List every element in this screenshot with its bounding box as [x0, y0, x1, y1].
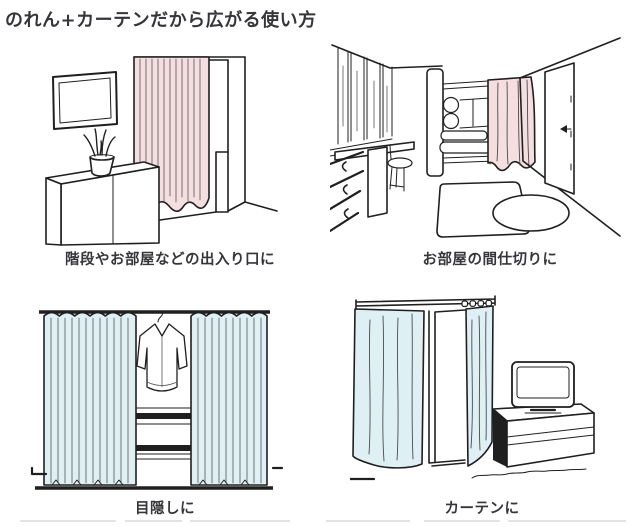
illustration-room-divider	[328, 37, 621, 238]
floor-line	[348, 468, 587, 481]
left-curtain	[352, 308, 425, 469]
curtain-rings	[461, 299, 493, 308]
divider-segment	[424, 520, 500, 522]
divider-segment	[190, 520, 290, 522]
divider-segment	[508, 520, 626, 522]
window-curtains	[329, 44, 443, 157]
illustration-entrance-curtain	[45, 56, 278, 246]
desk	[334, 141, 415, 218]
caption-curtain: カーテンに	[444, 501, 520, 517]
panel-entrance	[28, 50, 310, 251]
pink-curtain	[487, 76, 536, 172]
picture-frame	[52, 71, 118, 130]
potted-plant	[83, 128, 116, 177]
wardrobe	[426, 68, 444, 177]
left-curtain	[43, 311, 137, 486]
ottoman	[492, 194, 570, 232]
tv-cabinet	[492, 403, 595, 468]
illustration-window-curtain	[348, 295, 595, 481]
drawer-chest	[328, 150, 365, 233]
panel-partition	[328, 36, 630, 250]
bunk-bed	[439, 79, 496, 165]
divider-segment	[326, 520, 410, 522]
illustration-closet-curtain	[30, 310, 284, 490]
sliding-door	[428, 309, 466, 467]
right-curtain	[465, 305, 494, 467]
caption-entrance: 階段やお部屋などの出入り口に	[65, 252, 275, 268]
panel-curtain	[348, 290, 632, 499]
tv	[511, 361, 575, 414]
caption-partition: お部屋の間仕切りに	[422, 252, 558, 268]
chair	[387, 145, 413, 192]
door	[519, 37, 621, 237]
page-title: のれん+カーテンだから広がる使い方	[5, 10, 317, 31]
caption-privacy: 目隠しに	[135, 501, 195, 517]
closet-drawers	[135, 407, 192, 460]
hanging-shirt	[136, 311, 188, 392]
panel-privacy	[25, 296, 305, 500]
floor-line	[30, 466, 284, 490]
divider-segment	[20, 520, 116, 522]
right-curtain	[190, 311, 268, 486]
divider-segment	[125, 520, 182, 522]
curtain-rail	[355, 295, 496, 309]
